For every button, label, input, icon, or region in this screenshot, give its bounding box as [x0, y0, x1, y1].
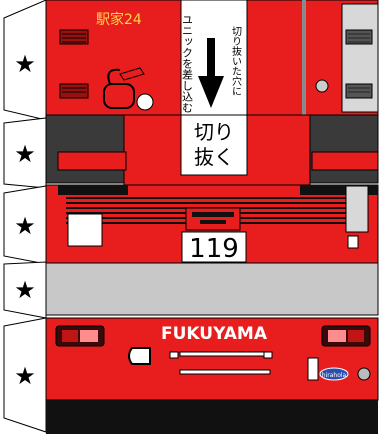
- middle-panel: 切り 抜く: [45, 114, 379, 186]
- light-icon: [315, 79, 329, 93]
- star-icon: ★: [14, 140, 36, 168]
- tail-lamp-right: [321, 325, 371, 347]
- bottom-panel: FUKUYAMA hirahola: [45, 317, 379, 434]
- city-name: FUKUYAMA: [161, 324, 268, 344]
- right-vent: [345, 29, 373, 45]
- star-icon: ★: [14, 50, 36, 78]
- extinguisher-icon: [103, 67, 154, 111]
- right-lamp: [345, 83, 373, 99]
- side-mirror: [128, 347, 151, 365]
- left-vent: [59, 29, 89, 45]
- reflector: [357, 367, 371, 381]
- star-icon: ★: [14, 362, 36, 390]
- arrow-down-icon: [198, 38, 224, 108]
- maker-badge: hirahola: [322, 372, 347, 379]
- badge-icon: [319, 367, 349, 381]
- rear-body-panel: 119: [45, 184, 379, 264]
- tail-lamp-left: [55, 325, 105, 347]
- number-plate: [181, 231, 247, 263]
- station-label: 駅家24: [96, 11, 142, 28]
- cut-label-box: [180, 114, 248, 176]
- cut-label-line1: 切り: [194, 120, 234, 144]
- bumper-strip: [45, 262, 379, 316]
- plug-instruction: ユニックを差し込む: [181, 14, 194, 113]
- star-icon: ★: [14, 212, 36, 240]
- top-panel: 駅家24 ユニックを差し込む 切り抜いた穴に: [45, 0, 379, 116]
- left-lamp: [59, 83, 89, 99]
- cut-label-line2: 抜く: [194, 145, 234, 169]
- star-icon: ★: [14, 276, 36, 304]
- side-tabs: ★ ★ ★ ★ ★: [3, 0, 47, 433]
- unit-number: 119: [189, 234, 239, 264]
- slot-instruction: 切り抜いた穴に: [230, 26, 242, 96]
- rear-step: [169, 351, 273, 375]
